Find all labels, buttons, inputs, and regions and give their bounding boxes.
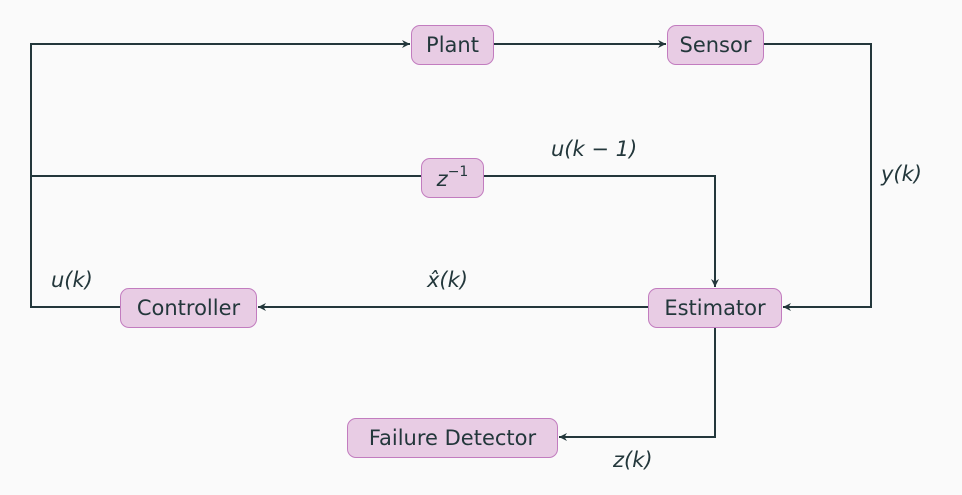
signal-label-y-k: y(k) [881, 162, 922, 186]
sensor-label: Sensor [679, 33, 752, 57]
estimator-block[interactable]: Estimator [648, 288, 782, 328]
delay-label: z−1 [436, 163, 469, 191]
signal-label-u-k-minus-1: u(k − 1) [551, 137, 638, 161]
wire-delay-to-estimator [484, 175, 719, 287]
estimator-label: Estimator [664, 296, 766, 320]
wire-estimator-to-failure-detector [559, 327, 716, 441]
delay-block[interactable]: z−1 [421, 158, 484, 198]
signal-label-u-k: u(k) [51, 268, 93, 292]
signal-label-x-hat-k: x̂(k) [427, 268, 468, 292]
plant-label: Plant [426, 33, 479, 57]
controller-label: Controller [136, 296, 241, 320]
failure-detector-label: Failure Detector [368, 426, 537, 450]
sensor-block[interactable]: Sensor [667, 25, 764, 65]
controller-block[interactable]: Controller [120, 288, 257, 328]
signal-label-z-k: z(k) [613, 448, 653, 472]
delay-exponent: −1 [447, 163, 469, 180]
wire-sensor-to-estimator [764, 43, 872, 311]
plant-block[interactable]: Plant [411, 25, 494, 65]
failure-detector-block[interactable]: Failure Detector [347, 418, 558, 458]
delay-base: z [436, 166, 448, 191]
